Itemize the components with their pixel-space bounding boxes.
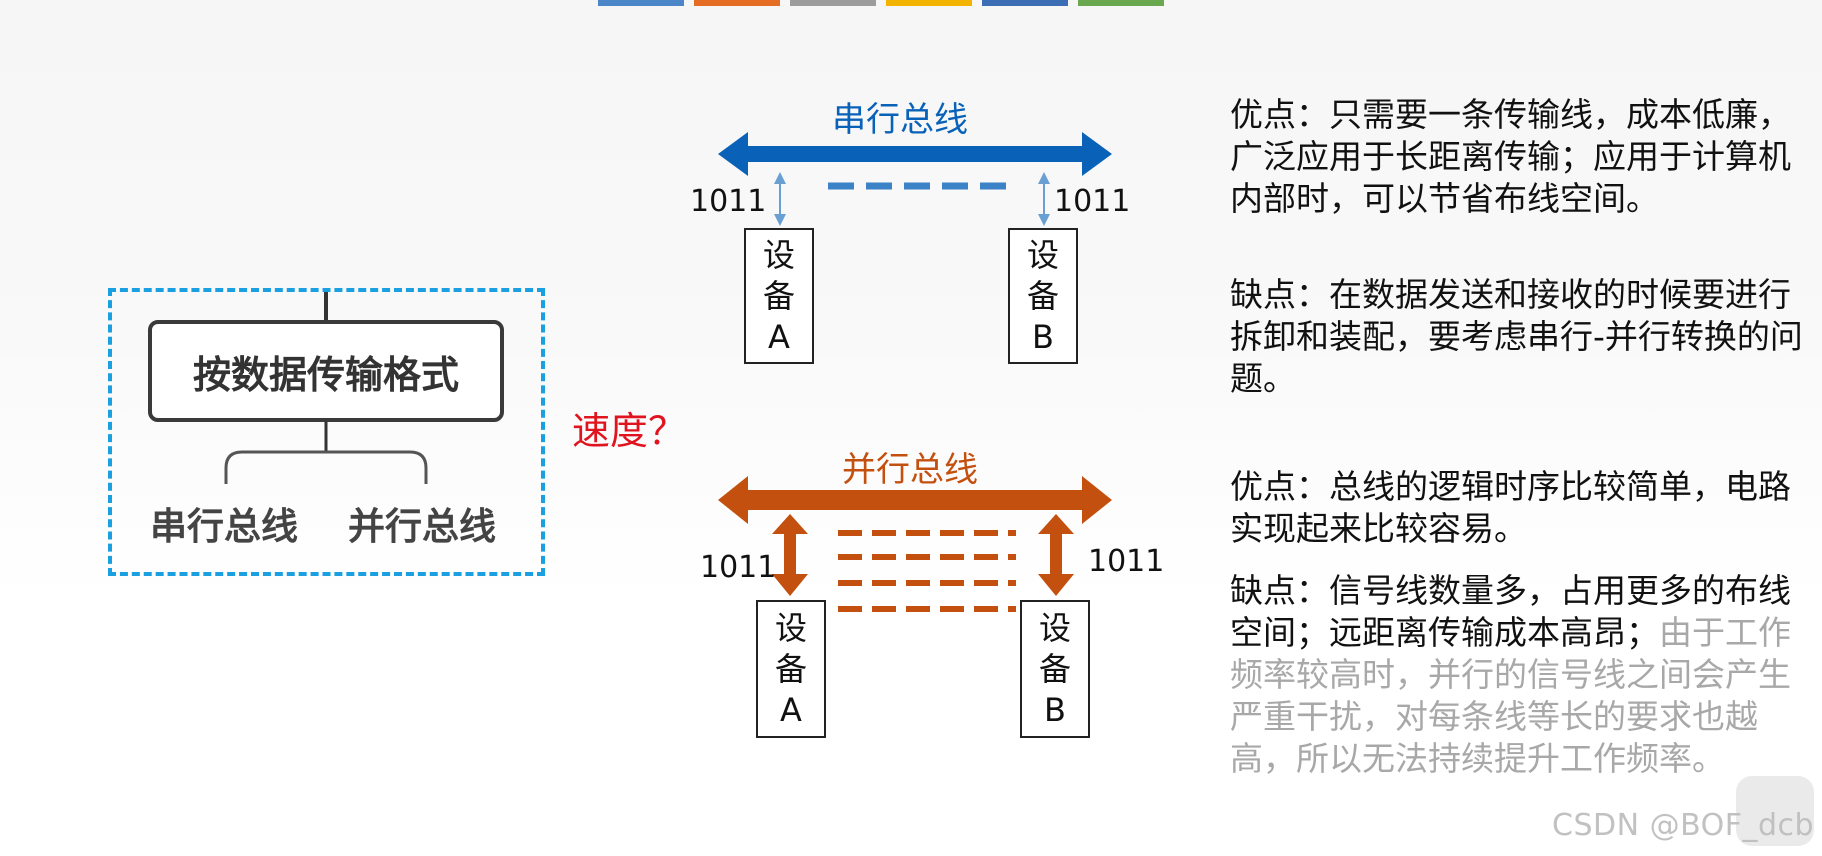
watermark-logo-icon [1736,776,1814,846]
serial-advantages: 优点：只需要一条传输线，成本低廉，广泛应用于长距离传输；应用于计算机内部时，可以… [1230,95,1791,218]
serial-left-value: 1011 [690,184,767,219]
parallel-right-connector [1038,514,1074,596]
top-tab-blue [598,0,684,6]
top-tab-darkblue [982,0,1068,6]
classification-parallel: 并行总线 [348,505,496,548]
parallel-disadvantages: 缺点：信号线数量多，占用更多的布线空间；远距离传输成本高昂；由于工作频率较高时，… [1230,570,1810,780]
device-label-char: 备 [762,276,795,315]
device-label-char: A [768,317,790,356]
serial-left-connector [774,172,786,226]
classification-serial: 串行总线 [150,505,298,548]
top-color-tabs [598,0,1164,6]
device-label-char: 备 [774,649,807,688]
parallel-bus-arrow [718,476,1112,524]
top-tab-yellow [886,0,972,6]
parallel-device-b: 设 备 B [1020,600,1090,738]
parallel-disadvantages-main: 缺点：信号线数量多，占用更多的布线空间；远距离传输成本高昂； [1230,571,1791,652]
watermark-text: CSDN @BOF_dcb [1552,808,1815,843]
parallel-left-connector [772,514,808,596]
parallel-disadvantages-faded: 由于工作频率较高时，并行的信号线之间会产生严重干扰，对每条线等长的要求也越高，所… [1230,613,1791,778]
parallel-dashed-lines [838,530,1016,612]
device-label-char: 设 [1038,608,1071,647]
device-label-char: 设 [762,235,795,274]
device-label-char: B [1032,317,1054,356]
classification-root: 按数据传输格式 [148,320,504,422]
parallel-left-value: 1011 [700,550,777,585]
serial-bus-arrow [718,132,1112,176]
serial-bus-title: 串行总线 [832,100,968,140]
serial-device-a: 设 备 A [744,228,814,364]
top-tab-green [1078,0,1164,6]
device-label-char: 设 [1026,235,1059,274]
top-tab-orange [694,0,780,6]
device-label-char: B [1044,690,1066,729]
tree-bracket [224,450,428,484]
speed-question: 速度？ [572,409,687,453]
parallel-device-a: 设 备 A [756,600,826,738]
top-tab-gray [790,0,876,6]
device-label-char: 备 [1038,649,1071,688]
parallel-bus-title: 并行总线 [842,450,978,490]
device-label-char: 备 [1026,276,1059,315]
device-label-char: A [780,690,802,729]
serial-right-value: 1011 [1054,184,1131,219]
serial-disadvantages: 缺点：在数据发送和接收的时候要进行拆卸和装配，要考虑串行-并行转换的问题。 [1230,275,1803,398]
serial-device-b: 设 备 B [1008,228,1078,364]
parallel-right-value: 1011 [1088,544,1165,579]
classification-dashed-box [108,288,545,576]
serial-right-connector [1038,172,1050,226]
parallel-advantages: 优点：总线的逻辑时序比较简单，电路实现起来比较容易。 [1230,467,1791,548]
device-label-char: 设 [774,608,807,647]
